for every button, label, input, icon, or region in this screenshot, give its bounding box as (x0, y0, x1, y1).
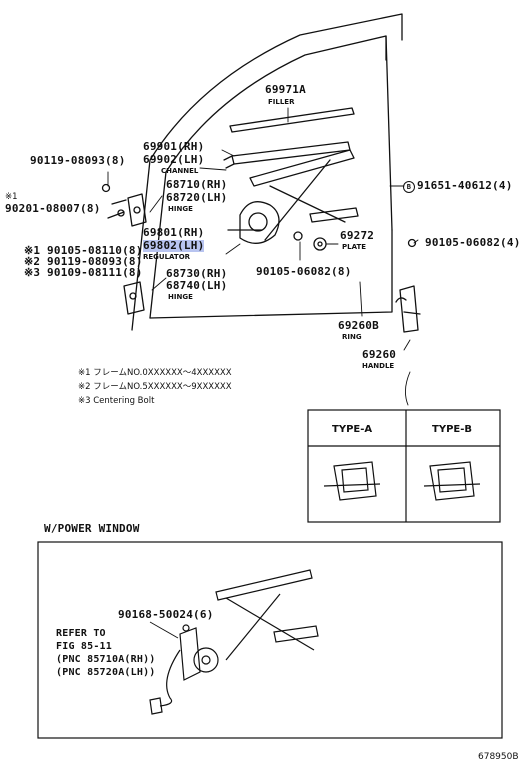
part-filler-number: 69971A (265, 83, 306, 96)
power-window-heading: W/POWER WINDOW (44, 522, 140, 535)
type-a-header: TYPE-A (332, 424, 373, 435)
part-bolt-mark2: ※2 90119-08093(8) (24, 255, 143, 268)
regulator-mechanism (227, 149, 359, 244)
type-a-handle-sketch (323, 461, 381, 501)
filler-strip (229, 107, 355, 133)
part-regulator-rh: 69801(RH) (143, 226, 205, 239)
part-bolt-left-mark: ※1 (5, 192, 18, 202)
part-hinge-upper-rh: 68710(RH) (166, 178, 228, 191)
power-regulator-sketch (149, 569, 319, 715)
plate-part (313, 237, 327, 251)
part-bolt-right-bottom: 90105-06082(4) (425, 236, 521, 249)
type-comparison-box (307, 409, 501, 523)
part-plate-number: 69272 (340, 229, 375, 242)
part-channel-lh: 69902(LH) (143, 153, 205, 166)
note-centering-bolt: ※3 Centering Bolt (78, 396, 155, 406)
note-frame-range-1: ※1 フレームNO.0XXXXXX～4XXXXXX (78, 368, 232, 378)
part-plate-name: PLATE (342, 243, 367, 251)
handle-part (395, 285, 421, 333)
power-window-pnc-rh: (PNC 85710A(RH)) (56, 654, 156, 665)
power-window-pnc-lh: (PNC 85720A(LH)) (56, 667, 156, 678)
bolt-small (101, 183, 417, 248)
part-bolt-mark1: ※1 90105-08110(8) (24, 244, 143, 257)
part-handle-name: HANDLE (362, 362, 395, 370)
power-window-refer-2: FIG 85-11 (56, 641, 112, 652)
part-filler-name: FILLER (268, 98, 295, 106)
bolt-marker-b-icon: B (403, 181, 415, 193)
type-b-header: TYPE-B (432, 424, 472, 435)
part-hinge-lower-rh: 68730(RH) (166, 267, 228, 280)
door-frame (131, 13, 403, 331)
part-bolt-top: 90119-08093(8) (30, 154, 126, 167)
part-ring-name: RING (342, 333, 362, 341)
note-frame-range-2: ※2 フレームNO.5XXXXXX～9XXXXXX (78, 382, 232, 392)
power-window-refer-1: REFER TO (56, 628, 106, 639)
hinge-upper (107, 193, 147, 227)
part-bolt-right-top-text: 91651-40612(4) (417, 179, 513, 192)
power-window-box (37, 541, 503, 739)
part-bolt-bottom: 90105-06082(8) (256, 265, 352, 278)
type-b-handle-sketch (423, 461, 481, 501)
part-channel-name: CHANNEL (161, 167, 199, 175)
leader-lines (107, 107, 419, 406)
part-hinge-upper-lh: 68720(LH) (166, 191, 228, 204)
part-bolt-mark3: ※3 90109-08111(8) (24, 266, 143, 279)
part-hinge-lower-name: HINGE (168, 293, 193, 301)
figure-id: 678950B (478, 752, 519, 762)
hinge-lower (123, 281, 145, 315)
part-regulator-name: REGULATOR (143, 253, 191, 261)
part-hinge-lower-lh: 68740(LH) (166, 279, 228, 292)
part-bolt-left: 90201-08007(8) (5, 202, 101, 215)
part-hinge-upper-name: HINGE (168, 205, 193, 213)
part-regulator-lh: 69802(LH) (143, 239, 205, 252)
part-ring-number: 69260B (338, 319, 379, 332)
power-window-bolt: 90168-50024(6) (118, 608, 214, 621)
part-channel-rh: 69901(RH) (143, 140, 205, 153)
part-handle-number: 69260 (362, 348, 397, 361)
